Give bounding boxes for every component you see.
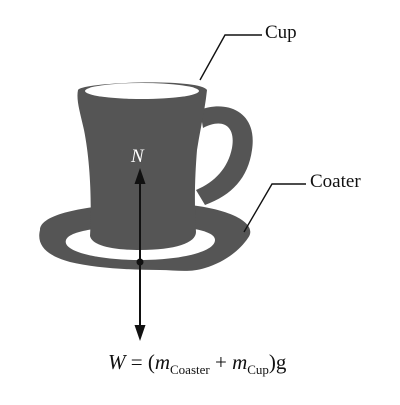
cup-handle [196,106,253,205]
mass-coaster-subscript: Coaster [170,362,210,377]
coaster-label: Coater [310,171,361,192]
center-of-mass-dot [136,258,144,266]
cup-label: Cup [265,22,297,43]
weight-symbol: W [108,350,126,374]
weight-arrowhead [134,325,146,341]
mass-cup-subscript: Cup [247,362,269,377]
normal-force-label: N [131,146,144,167]
equation-plus: + [209,350,233,374]
coaster-callout-line [243,183,306,233]
weight-equation: W = (mCoaster + mCup)g [108,350,286,378]
mass-cup-symbol: m [232,350,248,374]
cup-rim-opening [85,83,199,99]
equation-gravity: )g [268,350,287,374]
equation-equals: = ( [125,350,155,374]
cup-body [77,82,208,250]
normal-force-arrowhead [134,168,146,184]
mass-coaster-symbol: m [154,350,171,374]
cup-callout-line [199,34,262,81]
